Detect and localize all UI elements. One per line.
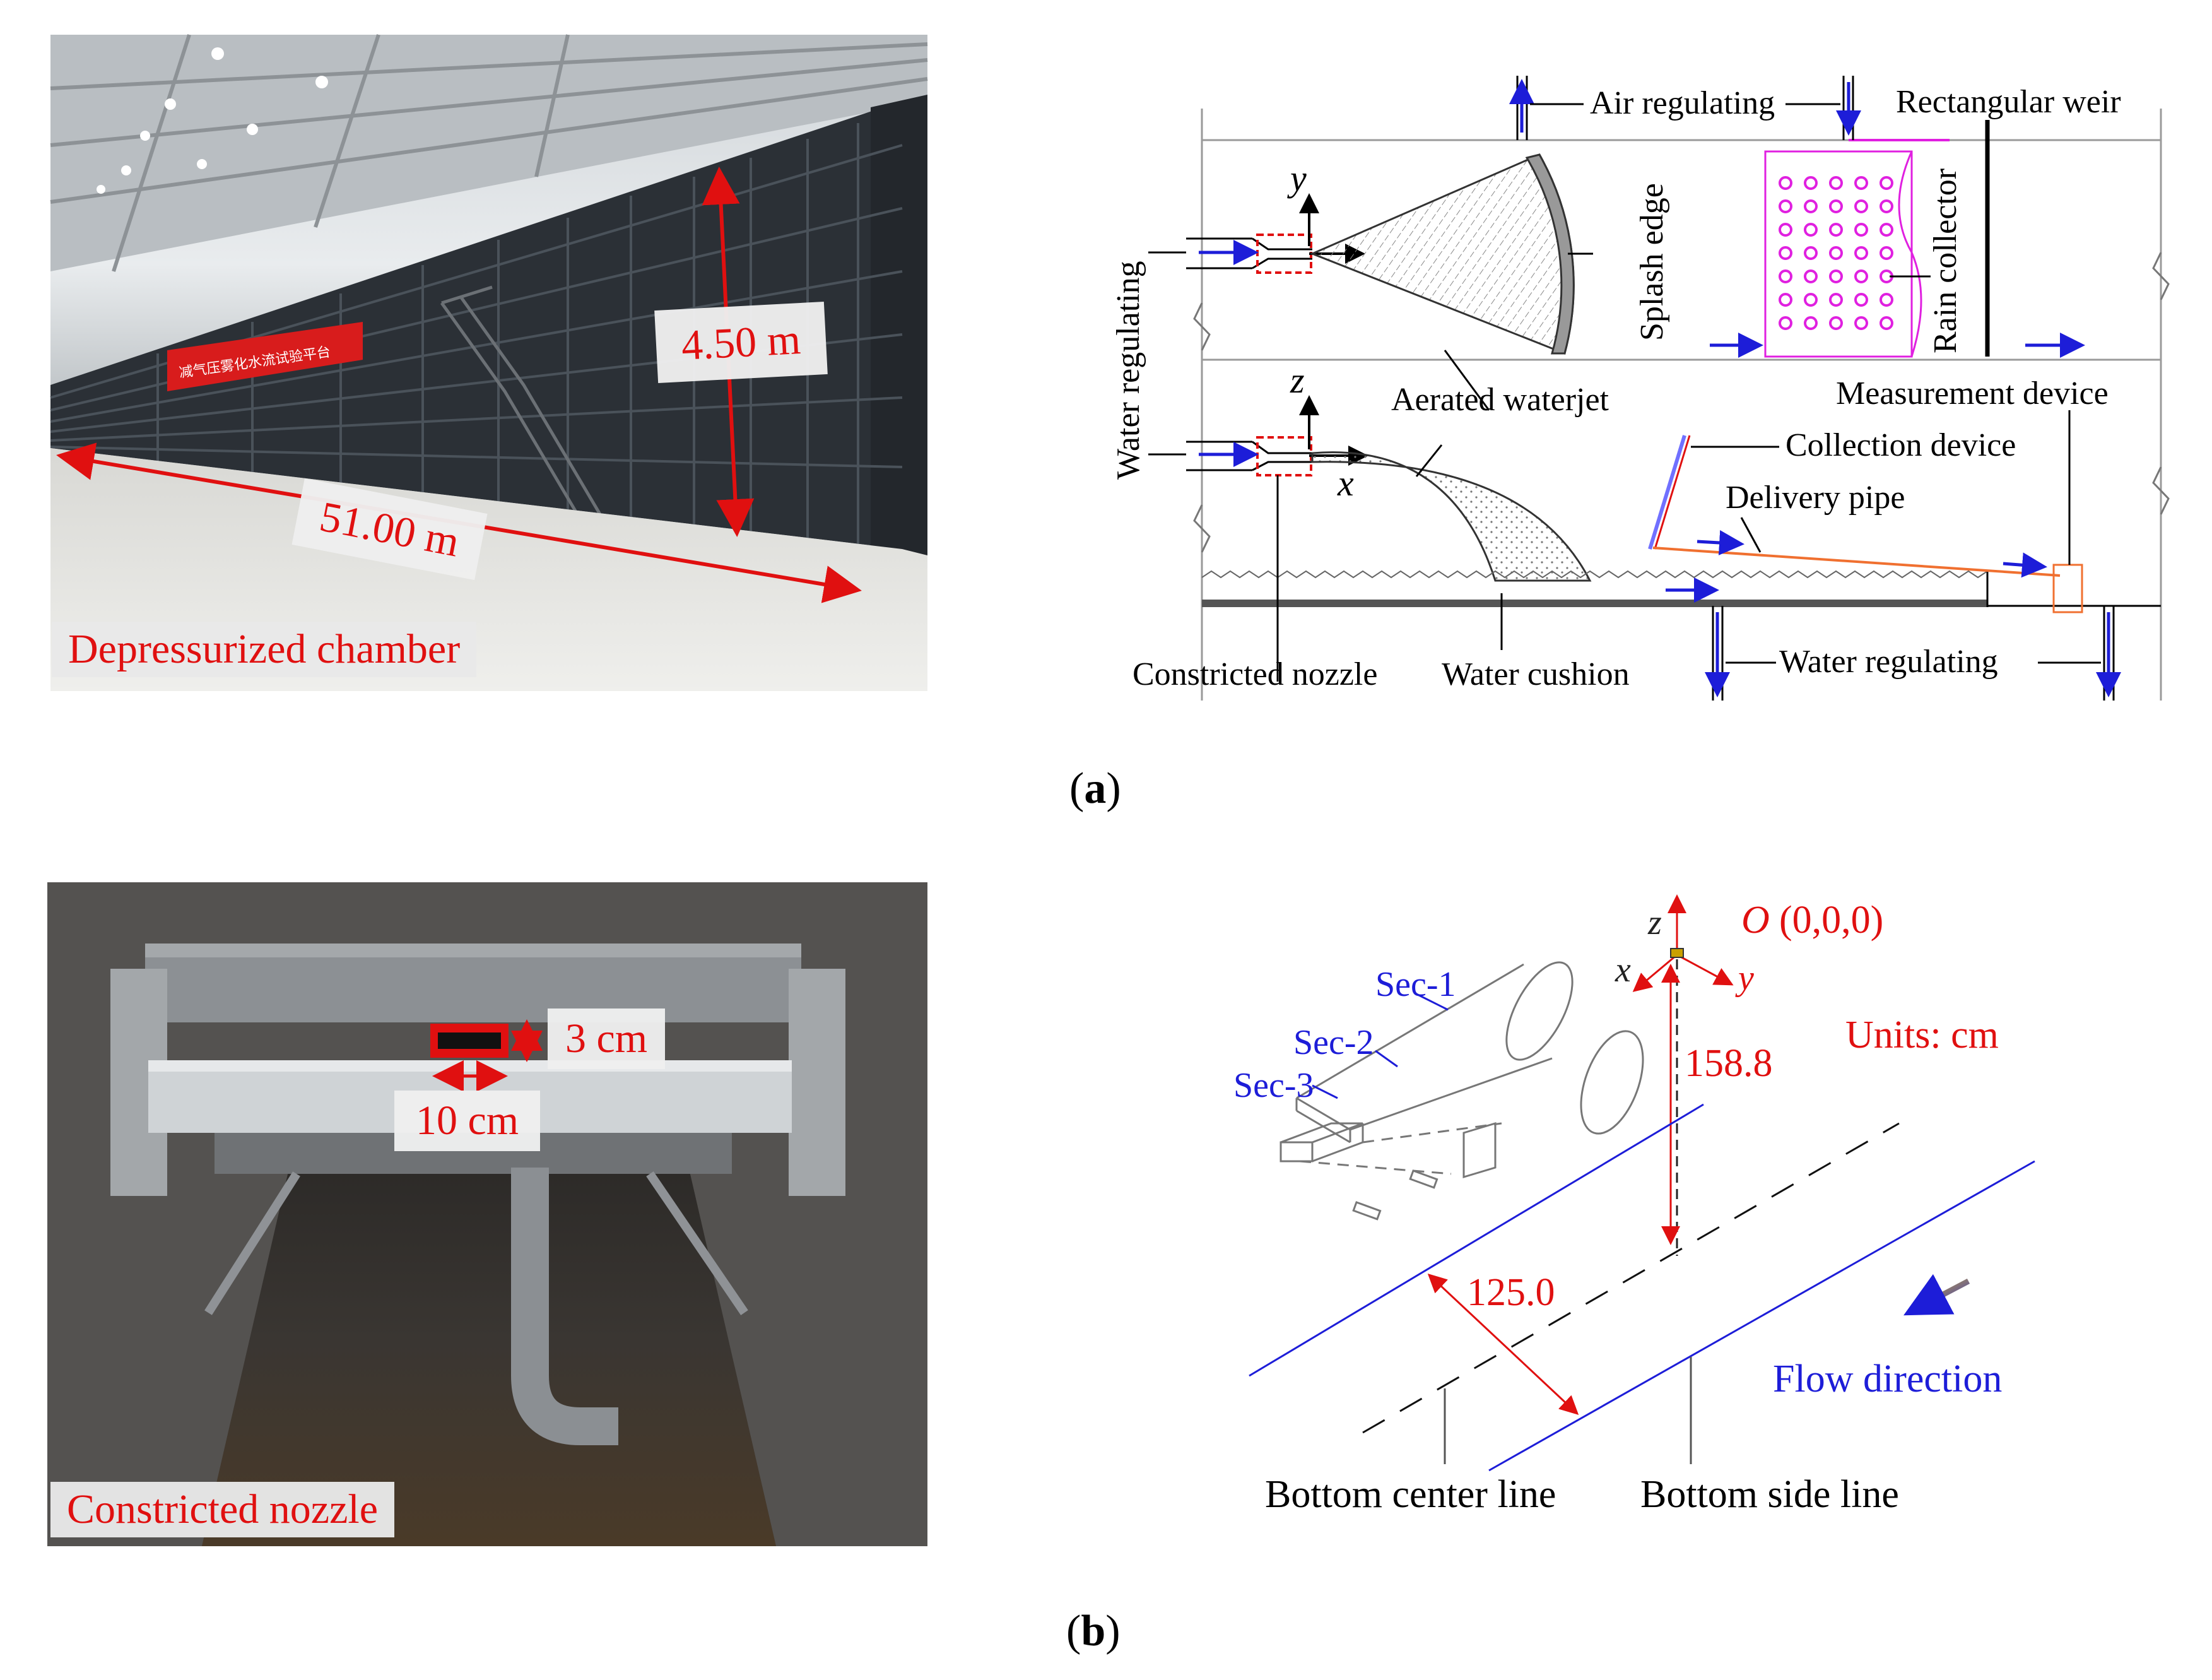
label-bottom-side-line: Bottom side line bbox=[1640, 1473, 1899, 1516]
bottom-side-line-far bbox=[1488, 1160, 2035, 1472]
caption-b-letter: b bbox=[1081, 1607, 1106, 1655]
aerated-jet-fan bbox=[1310, 153, 1575, 355]
label-dim-3cm: 3 cm bbox=[548, 1009, 666, 1069]
label-water-cushion: Water cushion bbox=[1442, 656, 1630, 692]
label-constricted-nozzle: Constricted nozzle bbox=[1132, 656, 1377, 692]
label-collection-device: Collection device bbox=[1785, 427, 2016, 463]
axis-z-side: z bbox=[1290, 360, 1305, 401]
axis-y-top: y bbox=[1287, 158, 1307, 199]
label-splash-edge: Splash edge bbox=[1634, 183, 1670, 341]
axis-x-b: x bbox=[1615, 950, 1631, 990]
label-height-4-50: 4.50 m bbox=[654, 302, 828, 383]
axis-x-side: x bbox=[1337, 463, 1354, 504]
label-delivery-pipe: Delivery pipe bbox=[1726, 480, 1905, 516]
label-aerated-waterjet: Aerated waterjet bbox=[1391, 382, 1609, 418]
rain-collector-cups bbox=[1779, 176, 1893, 330]
nozzle-highlight-top bbox=[1256, 234, 1312, 274]
delivery-pipe bbox=[1652, 547, 2061, 577]
origin-marker bbox=[1670, 948, 1684, 958]
label-dim-10cm: 10 cm bbox=[394, 1091, 541, 1151]
photo-constricted-nozzle bbox=[47, 882, 927, 1546]
label-constricted-nozzle-photo: Constricted nozzle bbox=[50, 1482, 395, 1537]
label-origin-coords: (0,0,0) bbox=[1779, 899, 1883, 942]
label-rectangular-weir: Rectangular weir bbox=[1896, 84, 2121, 120]
label-dim-vertical: 158.8 bbox=[1685, 1042, 1773, 1085]
axis-z-b: z bbox=[1647, 903, 1662, 942]
label-rain-collector: Rain collector bbox=[1927, 169, 1963, 353]
label-measurement-device: Measurement device bbox=[1836, 376, 2109, 411]
label-air-regulating: Air regulating bbox=[1590, 85, 1775, 121]
schematic-a-labels: Air regulating Rectangular weir Water re… bbox=[1110, 84, 2121, 692]
caption-a-letter: a bbox=[1084, 764, 1107, 813]
water-cushion-surface bbox=[1201, 570, 1988, 579]
schematic-b-labels: Sec-1 Sec-2 Sec-3 O (0,0,0) z x y Units:… bbox=[1233, 899, 2002, 1516]
label-water-regulating-bottom: Water regulating bbox=[1779, 644, 1998, 680]
bottom-side-line-near bbox=[1249, 1103, 1704, 1377]
axis-y-b: y bbox=[1735, 959, 1754, 998]
caption-a: (a) bbox=[1069, 764, 1121, 813]
label-origin-letter: O bbox=[1741, 899, 1770, 942]
nozzle-highlight-side bbox=[1256, 436, 1312, 476]
label-sec-1: Sec-1 bbox=[1375, 965, 1456, 1004]
flow-direction-arrow bbox=[1903, 1274, 1970, 1316]
caption-b: (b) bbox=[1066, 1607, 1121, 1655]
label-flow-direction: Flow direction bbox=[1773, 1358, 2002, 1400]
aerated-jet-trajectory bbox=[1311, 451, 1592, 582]
label-sec-2: Sec-2 bbox=[1293, 1023, 1374, 1062]
schematic-chamber bbox=[1148, 76, 2170, 701]
measurement-device bbox=[2052, 564, 2083, 613]
label-sec-3: Sec-3 bbox=[1233, 1066, 1314, 1105]
rain-collector bbox=[1764, 150, 1913, 358]
label-water-regulating-left: Water regulating bbox=[1110, 261, 1146, 480]
collection-device bbox=[1648, 435, 1686, 550]
label-bottom-center-line: Bottom center line bbox=[1265, 1473, 1556, 1516]
label-depressurized-chamber: Depressurized chamber bbox=[52, 622, 477, 677]
label-units: Units: cm bbox=[1845, 1014, 1999, 1056]
schematic-nozzle-geometry bbox=[1249, 894, 2035, 1472]
label-dim-horizontal: 125.0 bbox=[1467, 1271, 1555, 1314]
